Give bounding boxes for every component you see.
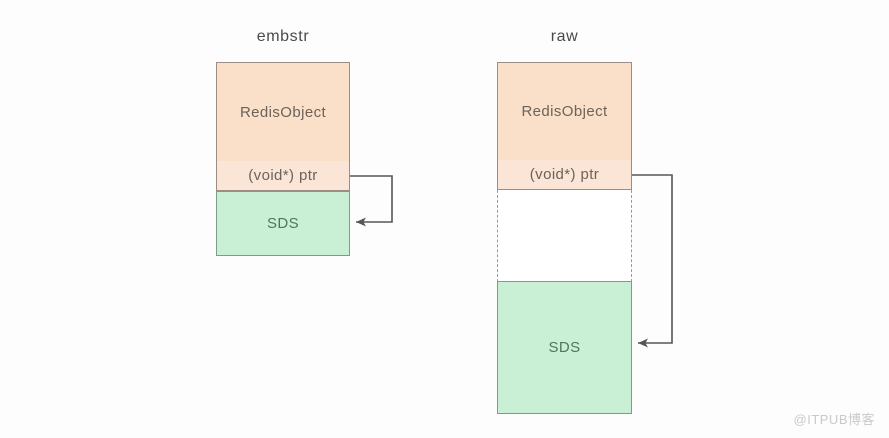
- watermark: @ITPUB博客: [793, 412, 875, 427]
- panel-title-raw: raw: [550, 28, 579, 45]
- embstr-sds-block: SDS: [216, 191, 350, 256]
- embstr-redis-object-block: RedisObject: [216, 62, 350, 162]
- embstr-pointer-field-block: (void*) ptr: [216, 161, 350, 191]
- raw-sds-block: SDS: [497, 281, 632, 414]
- raw-redis-object-block: RedisObject: [497, 62, 632, 161]
- raw-ptr-to-sds-arrow: [632, 174, 673, 348]
- raw-memory-gap-block: [497, 190, 632, 282]
- embstr-ptr-to-sds-arrow: [350, 175, 393, 227]
- panel-title-embstr: embstr: [256, 28, 310, 45]
- raw-pointer-field-block: (void*) ptr: [497, 160, 632, 190]
